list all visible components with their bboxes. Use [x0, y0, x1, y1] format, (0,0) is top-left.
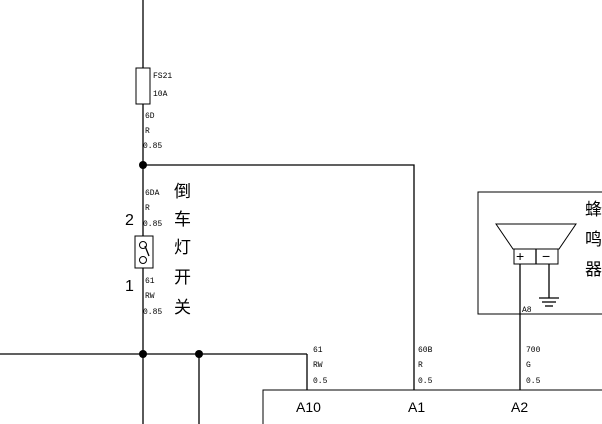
fuse-rating: 10A [153, 90, 168, 99]
switch-pin-bottom: 1 [125, 278, 134, 295]
wire-700-code: 700 [526, 346, 541, 355]
wire-61-switch-code: 61 [145, 277, 155, 286]
connector-pin-a2: A2 [511, 399, 528, 415]
switch-name-char-1: 倒 [174, 182, 191, 202]
switch-blade [144, 245, 150, 257]
wire-61-switch-color: RW [145, 292, 155, 301]
buzzer-plus: + [516, 248, 524, 264]
wire-60b-code: 60B [418, 346, 433, 355]
connector-pin-a1: A1 [408, 399, 425, 415]
switch-pin-top: 2 [125, 212, 134, 229]
wire-6d-color: R [145, 127, 150, 136]
wire-61-switch-size: 0.85 [143, 308, 162, 317]
wire-60b-color: R [418, 361, 423, 370]
switch-name-char-5: 关 [174, 298, 191, 318]
wire-60b [143, 164, 415, 390]
reverse-switch [134, 235, 154, 269]
wire-6da-color: R [145, 204, 150, 213]
control-unit-connector [262, 389, 602, 424]
switch-name-char-2: 车 [174, 210, 191, 230]
buzzer-name-char-2: 鸣 [585, 230, 602, 250]
wire-61-color: RW [313, 361, 323, 370]
buzzer-pin: A8 [522, 306, 532, 315]
fuse-fs21 [135, 67, 151, 105]
switch-name-char-3: 灯 [174, 238, 191, 258]
wire-6d-size: 0.85 [143, 142, 162, 151]
buzzer-speaker-cone [495, 223, 577, 250]
wire-60b-size: 0.5 [418, 377, 433, 386]
wire-700-size: 0.5 [526, 377, 541, 386]
buzzer-name-char-3: 器 [585, 260, 602, 280]
wire-6da-code: 6DA [145, 189, 160, 198]
buzzer-module [477, 191, 602, 315]
switch-name-char-4: 开 [174, 268, 191, 288]
wire-700-color: G [526, 361, 531, 370]
wire-6da-size: 0.85 [143, 220, 162, 229]
fuse-id: FS21 [153, 72, 172, 81]
buzzer-name-char-1: 蜂 [585, 200, 602, 220]
wire-6d-code: 6D [145, 112, 155, 121]
switch-contact-top [139, 241, 147, 249]
wire-61-code: 61 [313, 346, 323, 355]
switch-contact-bottom [139, 256, 147, 264]
buzzer-minus: − [542, 248, 550, 264]
connector-pin-a10: A10 [296, 399, 321, 415]
wire-61-size: 0.5 [313, 377, 328, 386]
